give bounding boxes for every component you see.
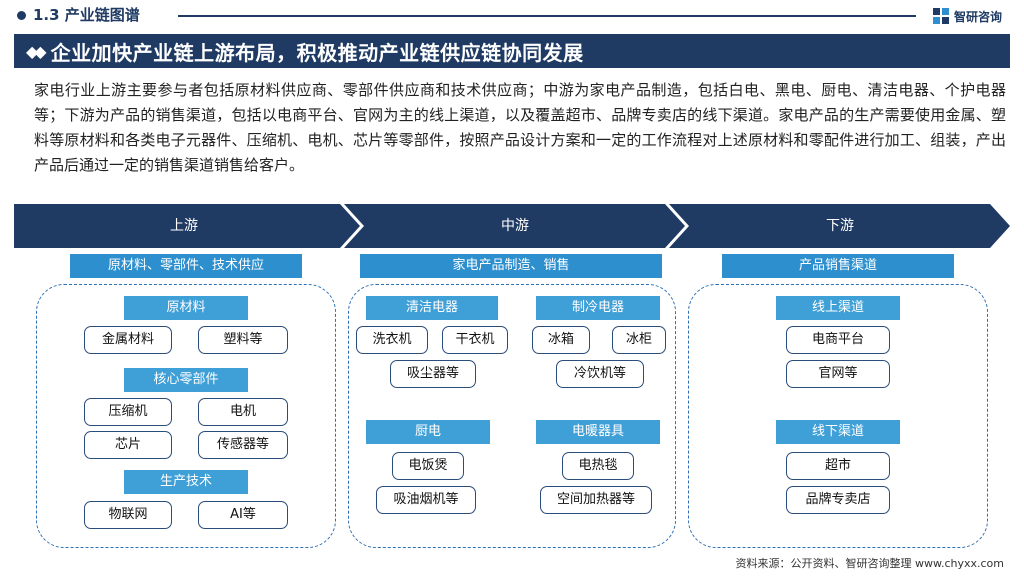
category-cleaning: 清洁电器 [366, 296, 498, 320]
stage-chevrons: 上游 中游 下游 [0, 204, 1024, 248]
downstream-panel [688, 284, 988, 548]
item-iot: 物联网 [84, 501, 172, 529]
stage-label-upstream: 上游 [170, 218, 198, 234]
category-offline: 线下渠道 [776, 420, 900, 444]
item-washer: 洗衣机 [356, 326, 428, 354]
item-drink-machine: 冷饮机等 [556, 360, 644, 388]
stage-label-midstream: 中游 [501, 218, 529, 234]
category-core-parts: 核心零部件 [124, 368, 248, 392]
category-cooling: 制冷电器 [536, 296, 660, 320]
item-space-heater: 空间加热器等 [540, 486, 652, 514]
stage-header-downstream: 产品销售渠道 [722, 254, 954, 278]
item-range-hood: 吸油烟机等 [376, 486, 476, 514]
item-ai: AI等 [198, 501, 288, 529]
headline-banner: ◆◆ 企业加快产业链上游布局，积极推动产业链供应链协同发展 [14, 34, 1010, 68]
chevron-arrows-graphic [14, 204, 1010, 248]
source-note: 资料来源：公开资料、智研咨询整理 www.chyxx.com [735, 557, 1004, 570]
headline-text: 企业加快产业链上游布局，积极推动产业链供应链协同发展 [50, 40, 584, 65]
category-raw-materials: 原材料 [124, 296, 248, 320]
stage-label-downstream: 下游 [826, 218, 854, 234]
divider [178, 15, 916, 17]
item-official-site: 官网等 [786, 360, 890, 388]
item-dryer: 干衣机 [442, 326, 508, 354]
midstream-panel [348, 284, 676, 548]
section-bullet-icon [17, 11, 26, 20]
item-fridge: 冰箱 [532, 326, 590, 354]
item-brand-store: 品牌专卖店 [786, 486, 890, 514]
top-bar: 1.3 产业链图谱 智研咨询 [0, 0, 1024, 32]
category-online: 线上渠道 [776, 296, 900, 320]
intro-paragraph: 家电行业上游主要参与者包括原材料供应商、零部件供应商和技术供应商；中游为家电产品… [34, 81, 1006, 174]
category-production-tech: 生产技术 [124, 470, 248, 494]
stage-header-upstream: 原材料、零部件、技术供应 [70, 254, 302, 278]
brand-logo: 智研咨询 [932, 5, 1002, 27]
item-vacuum: 吸尘器等 [390, 360, 476, 388]
category-kitchen: 厨电 [366, 420, 490, 444]
item-motor: 电机 [198, 398, 288, 426]
section-title: 1.3 产业链图谱 [33, 6, 140, 24]
upstream-panel [36, 284, 336, 548]
category-heating: 电暖器具 [536, 420, 660, 444]
item-metal: 金属材料 [84, 326, 172, 354]
item-rice-cooker: 电饭煲 [392, 452, 464, 480]
item-chip: 芯片 [84, 431, 172, 459]
diamond-icon: ◆◆ [26, 41, 47, 61]
item-plastic: 塑料等 [198, 326, 288, 354]
item-ecommerce: 电商平台 [786, 326, 890, 354]
item-sensor: 传感器等 [198, 431, 288, 459]
item-freezer: 冰柜 [612, 326, 666, 354]
item-compressor: 压缩机 [84, 398, 172, 426]
brand-name: 智研咨询 [954, 9, 1003, 24]
stage-header-midstream: 家电产品制造、销售 [360, 254, 662, 278]
item-supermarket: 超市 [786, 452, 890, 480]
item-electric-blanket: 电热毯 [562, 452, 634, 480]
brand-logo-icon [932, 7, 950, 25]
